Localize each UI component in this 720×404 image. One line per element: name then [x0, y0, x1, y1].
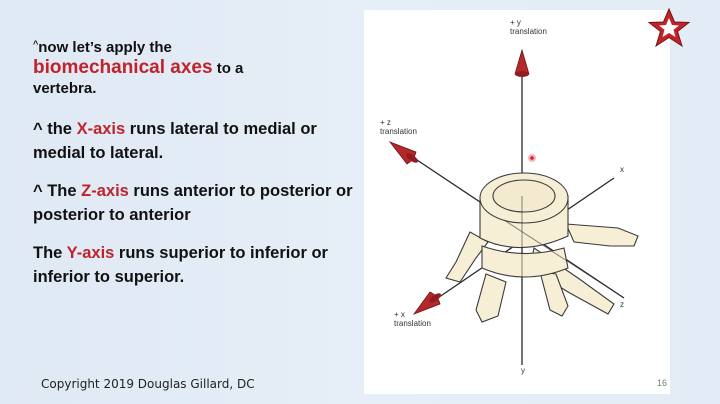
intro-tail-2: vertebra.	[33, 80, 97, 97]
y-axis-paragraph: The Y-axis runs superior to inferior or …	[33, 241, 358, 289]
slide-text: ^now let’s apply the biomechanical axes …	[33, 34, 358, 289]
x-axis-term: X-axis	[76, 120, 126, 138]
red-star-icon	[647, 7, 691, 48]
plus-x-label: + x translation	[394, 310, 431, 328]
vertebra-icon	[445, 172, 639, 323]
intro-caret: ^	[33, 39, 39, 49]
plus-y-label: + y translation	[510, 18, 547, 36]
z-arrow-icon	[388, 141, 418, 165]
y-axis-term: Y-axis	[66, 244, 115, 262]
y-para-prefix: The	[33, 244, 67, 262]
x-label: x	[620, 165, 624, 174]
x-axis-paragraph: ^ the X-axis runs lateral to medial or m…	[33, 117, 358, 165]
intro-text: now let’s apply the	[38, 39, 172, 56]
z-para-rest: runs anterior to posterior or posterior …	[33, 182, 353, 224]
intro-tail-1: to a	[212, 60, 244, 77]
x-para-rest: runs lateral to medial or medial to late…	[33, 120, 317, 162]
intro-paragraph: ^now let’s apply the biomechanical axes …	[33, 34, 358, 99]
plus-z-label: + z translation	[380, 118, 417, 136]
slide-number: 16	[657, 378, 668, 388]
x-para-prefix: ^ the	[33, 120, 77, 138]
intro-highlight: biomechanical axes	[33, 57, 213, 78]
z-label: z	[620, 300, 624, 309]
y-arrow-icon	[514, 48, 530, 77]
z-axis-term: Z-axis	[81, 182, 129, 200]
z-para-prefix: ^ The	[33, 182, 82, 200]
x-arrow-icon	[412, 291, 441, 315]
y-label: y	[521, 366, 525, 375]
y-para-rest: runs superior to inferior or inferior to…	[33, 244, 328, 286]
vertebra-diagram	[388, 48, 639, 365]
vertebra-axes-figure: + y translation + z translation + x tran…	[364, 10, 670, 394]
copyright: Copyright 2019 Douglas Gillard, DC	[41, 377, 255, 391]
z-axis-paragraph: ^ The Z-axis runs anterior to posterior …	[33, 179, 358, 227]
